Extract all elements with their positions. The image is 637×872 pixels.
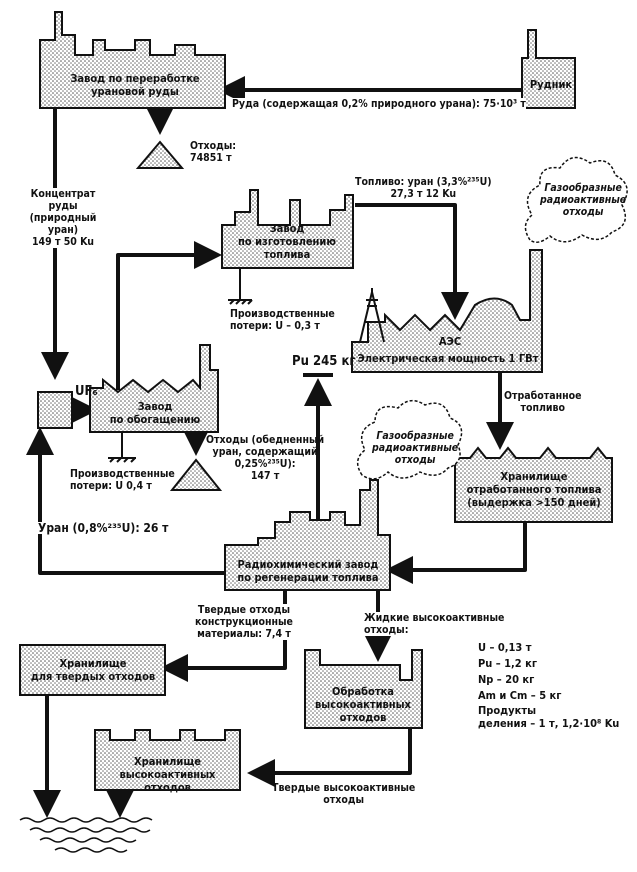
npp-label: АЭС <box>438 335 462 348</box>
mine-building <box>521 29 576 109</box>
hl-solid-label: Твердые высокоактивные отходы <box>272 782 416 806</box>
ore-plant-label: Завод по переработке урановой руды <box>70 72 200 98</box>
arrow-hl-solid <box>247 728 412 787</box>
gas-waste-reproc-label: Газообразные радиоактивные отходы <box>372 430 459 466</box>
uf6-label: UF₆ <box>75 384 98 399</box>
spent-storage-building <box>454 446 613 523</box>
ore-waste-label: Отходы: 74851 т <box>190 140 237 164</box>
mine-label: Рудник <box>529 78 573 91</box>
pu-label: Pu 245 кг <box>292 354 356 369</box>
enrich-waste-pile <box>169 458 223 491</box>
fuel-plant-building <box>221 189 354 269</box>
enrich-plant-building <box>89 344 219 433</box>
hl-storage-building <box>94 729 241 791</box>
hl-storage-label: Хранилище высокоактивных отходов <box>119 755 216 794</box>
ore-waste-pile <box>135 140 185 169</box>
liquid-item-am-cm: Am и Cm – 5 кг <box>478 689 562 702</box>
arrow-to-reprocessing <box>385 522 527 584</box>
ore-label: Руда (содержащая 0,2% природного урана):… <box>232 98 526 110</box>
enrich-losses-ground <box>108 432 136 463</box>
liquid-item-pu: Pu – 1,2 кг <box>478 657 537 670</box>
liquid-item-np: Np – 20 кг <box>478 673 535 686</box>
water-waves <box>19 817 153 853</box>
enrich-losses-label: Производственные потери: U 0,4 т <box>70 468 175 492</box>
ore-plant-building <box>39 11 226 109</box>
arrow-fuel <box>355 203 469 320</box>
npp-building <box>351 249 543 373</box>
spent-storage-label: Хранилище отработанного топлива (выдержк… <box>466 470 602 509</box>
hl-treatment-building <box>304 649 423 729</box>
fab-losses-ground <box>228 268 253 305</box>
reprocess-plant-building <box>224 479 391 591</box>
solid-storage-label: Хранилище для твердых отходов <box>30 657 156 683</box>
enrich-waste-label: Отходы (обедненный уран, содержащий 0,25… <box>206 434 325 482</box>
arrow-to-fuel-plant <box>116 241 222 390</box>
fuel-label: Топливо: уран (3,3%²³⁵U) 27,3 т 12 Ku <box>355 176 492 200</box>
solid-waste-label: Твердые отходы конструкционные материалы… <box>195 604 293 640</box>
gas-cloud-reproc <box>356 399 463 480</box>
hl-treatment-label: Обработка высокоактивных отходов <box>315 685 411 724</box>
concentrate-label: Концентрат руды (природный уран) 149 т 5… <box>18 188 108 248</box>
uranium-return-label: Уран (0,8%²³⁵U): 26 т <box>38 521 169 535</box>
liquid-item-u: U – 0,13 т <box>478 641 532 654</box>
spent-fuel-label: Отработанное топливо <box>504 390 582 414</box>
npp-power-label: Электрическая мощность 1 ГВт <box>357 352 539 365</box>
enrich-plant-label: Завод по обогащению <box>109 400 201 426</box>
fuel-plant-label: Завод по изготовлению топлива <box>238 222 336 261</box>
solid-storage-building <box>19 644 166 696</box>
gas-cloud-npp <box>524 156 628 243</box>
liquid-item-fission-products: Продукты деления – 1 т, 1,2·10⁸ Ku <box>478 704 620 730</box>
liquid-waste-list: U – 0,13 т Pu – 1,2 кг Np – 20 кг Am и C… <box>478 640 619 730</box>
liquid-hl-waste-label: Жидкие высокоактивные отходы: <box>364 612 505 636</box>
arrow-uranium-return <box>26 427 225 575</box>
uf6-box <box>37 391 73 429</box>
fab-losses-label: Производственные потери: U – 0,3 т <box>230 308 335 332</box>
gas-waste-npp-label: Газообразные радиоактивные отходы <box>540 182 627 218</box>
reprocess-plant-label: Радиохимический завод по регенерации топ… <box>237 558 379 584</box>
